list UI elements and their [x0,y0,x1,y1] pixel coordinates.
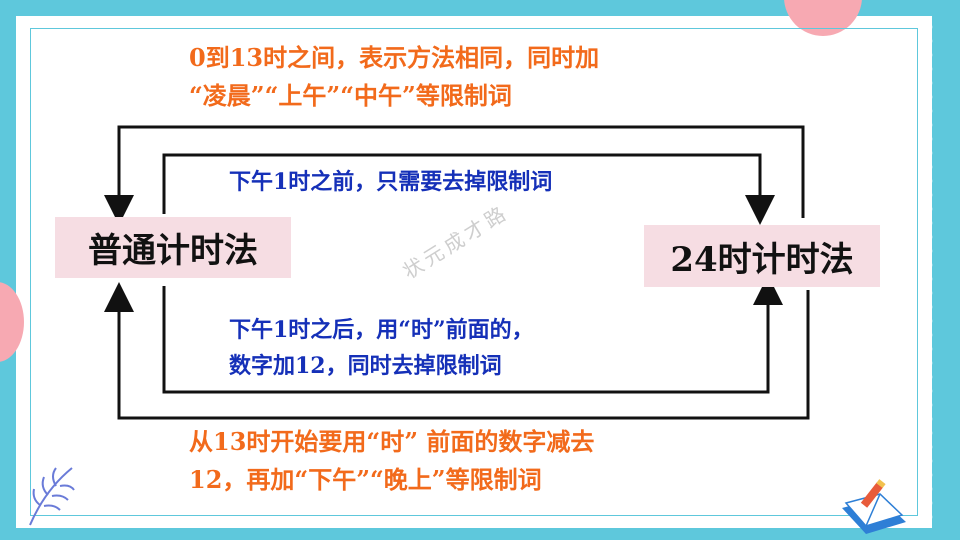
right-box-label: 24时计时法 [644,225,880,287]
scalloped-edge [926,20,940,525]
left-box-label: 普通计时法 [55,217,291,278]
inner-bottom-line2: 数字加12，同时去掉限制词 [229,353,502,379]
top-text-line2: “凌晨”“上午”“中午”等限制词 [189,81,512,110]
inner-bottom-line1: 下午1时之后，用“时”前面的， [229,317,534,343]
inner-top-text: 下午1时之前，只需要去掉限制词 [229,169,553,195]
inner-border [30,28,918,516]
book-pencil-icon [842,479,906,534]
inner-top-arrow [162,153,775,225]
feather-decoration-icon [29,467,75,526]
outer-top-arrow [104,125,805,225]
bottom-text-line2: 12，再加“下午”“晚上”等限制词 [189,465,542,494]
bottom-text-line1: 从13时开始要用“时” 前面的数字减去 [189,427,595,456]
inner-bottom-arrow [162,275,783,394]
top-text-line1: 0到13时之间，表示方法相同，同时加 [189,43,600,72]
outer-bottom-arrow [104,282,810,420]
